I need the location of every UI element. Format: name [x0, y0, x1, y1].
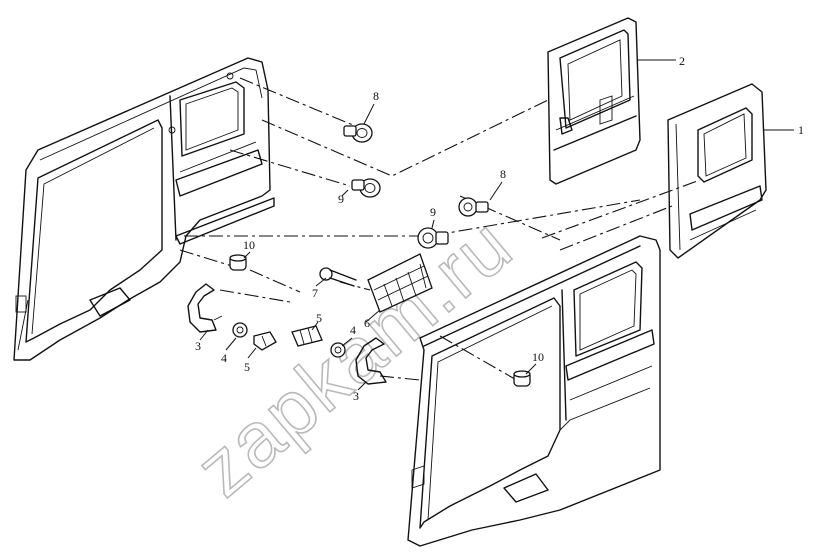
callout-label: 2	[679, 54, 685, 68]
callout-label: 3	[195, 339, 201, 353]
callout-label: 9	[338, 192, 344, 206]
knob-part-8-upper	[343, 123, 373, 143]
bracket-part-3-left	[187, 283, 223, 333]
callout-label: 7	[312, 286, 318, 300]
bracket-part-3-right	[355, 337, 387, 385]
callout-label: 8	[373, 89, 379, 103]
bushing-part-10-upper	[229, 254, 247, 271]
callout-label: 10	[532, 350, 544, 364]
rear-quarter-panel-part-1	[667, 83, 767, 259]
knob-part-9-right	[417, 227, 449, 249]
watermark-text: zapkam.ru	[179, 200, 528, 513]
net-pocket-part-6	[367, 253, 433, 313]
callout-label: 8	[500, 167, 506, 181]
callout-label: 9	[430, 205, 436, 219]
callout-label: 6	[364, 316, 370, 330]
washer-part-4-center	[330, 342, 346, 358]
right-side-frame	[407, 235, 661, 547]
knob-part-8-right	[458, 197, 489, 217]
knob-part-9-upper	[351, 178, 381, 198]
callout-leaders	[199, 59, 794, 391]
callout-labels: 1 2 8 9 8 9 10 7 6 5 4 3 4 5 3 10	[195, 54, 804, 403]
callout-label: 4	[221, 351, 227, 365]
callout-label: 3	[353, 389, 359, 403]
callout-label: 10	[243, 238, 255, 252]
rear-door-frame-part-2	[547, 17, 641, 185]
callout-label: 5	[244, 360, 250, 374]
bolt-part-5-center	[291, 325, 323, 347]
callout-label: 5	[316, 311, 322, 325]
callout-label: 1	[798, 123, 804, 137]
left-side-frame	[13, 57, 275, 361]
washer-part-4-left	[232, 322, 248, 338]
bolt-part-5-left	[253, 331, 277, 351]
bolt-part-7	[319, 267, 357, 287]
bushing-part-10-lower	[513, 370, 531, 387]
callout-label: 4	[350, 323, 356, 337]
